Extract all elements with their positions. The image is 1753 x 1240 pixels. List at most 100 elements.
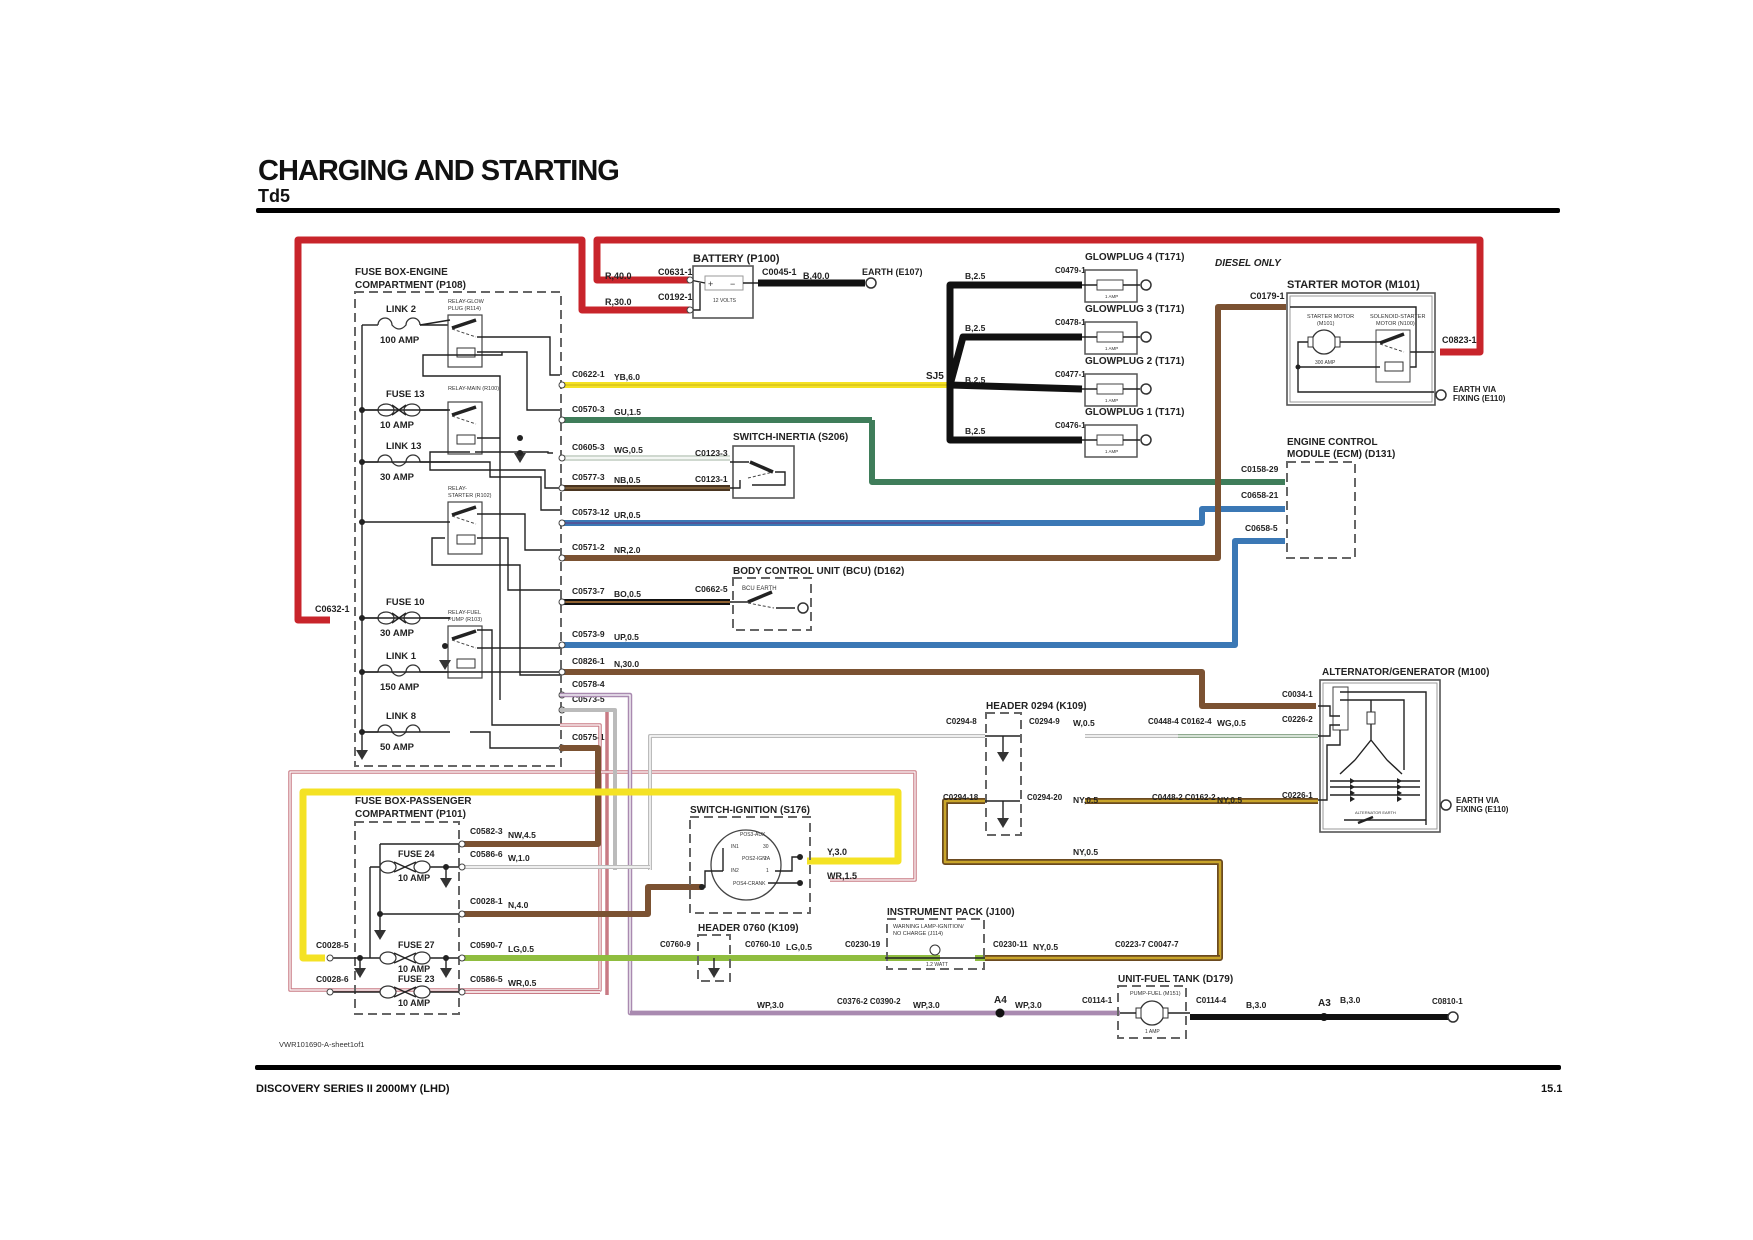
svg-text:ALTERNATOR/GENERATOR (M100): ALTERNATOR/GENERATOR (M100) [1322, 667, 1489, 678]
wire-label: B,40.0 [803, 271, 830, 281]
wire-label: LG,0.5 [786, 942, 812, 952]
wire-label: NY,0.5 [1217, 795, 1242, 805]
fuse-rating: 150 AMP [380, 682, 420, 693]
footer-model: DISCOVERY SERIES II 2000MY (LHD) [256, 1083, 450, 1095]
connector-label: C0573-5 [572, 694, 605, 704]
svg-text:A4: A4 [994, 995, 1007, 1006]
svg-text:STARTER MOTOR: STARTER MOTOR [1307, 314, 1354, 320]
connector-label: C0045-1 [762, 267, 797, 277]
switch-ignition: SWITCH-IGNITION (S176) POS3-AUX 30 POS2-… [689, 805, 811, 914]
wire-label: LG,0.5 [508, 944, 534, 954]
svg-text:HEADER 0760 (K109): HEADER 0760 (K109) [698, 923, 799, 934]
header-0760: HEADER 0760 (K109) C0760-9 C0760-10 [660, 923, 799, 982]
wire-label: NY,0.5 [1033, 942, 1058, 952]
connector-label: C0577-3 [572, 472, 605, 482]
svg-text:ENGINE CONTROL: ENGINE CONTROL [1287, 437, 1378, 448]
alternator: ALTERNATOR/GENERATOR (M100) ALTERNATOR E… [1282, 667, 1509, 833]
switch-inertia: SWITCH-INERTIA (S206) C0123-3 C0123-1 [695, 432, 848, 499]
svg-text:C0658-21: C0658-21 [1241, 490, 1279, 500]
svg-text:C0760-10: C0760-10 [745, 940, 781, 949]
wire-label: BO,0.5 [614, 589, 641, 599]
glowplug-label: GLOWPLUG 2 (T171) [1085, 356, 1184, 367]
svg-text:A3: A3 [1318, 998, 1331, 1009]
connector-label: C0448-4 C0162-4 [1148, 717, 1212, 726]
fuse-name: FUSE 24 [398, 849, 435, 859]
wire-label: B,3.0 [1246, 1000, 1267, 1010]
engine-control-module: ENGINE CONTROL MODULE (ECM) (D131) C0158… [1241, 437, 1395, 559]
relay: RELAY-GLOWPLUG (R114) [447, 299, 485, 368]
svg-text:C0226-2: C0226-2 [1282, 715, 1313, 724]
svg-text:C0230-11: C0230-11 [993, 940, 1028, 949]
battery: BATTERY (P100) + − 12 VOLTS [686, 253, 780, 319]
svg-text:IN1: IN1 [731, 844, 739, 850]
connector-label: C0448-2 C0162-2 [1152, 793, 1216, 802]
svg-text:SWITCH-INERTIA (S206): SWITCH-INERTIA (S206) [733, 432, 848, 443]
body-control-unit: BODY CONTROL UNIT (BCU) (D162) BCU EARTH… [695, 566, 904, 631]
wire-label: NW,4.5 [508, 830, 536, 840]
wire-battery-positive [294, 236, 1484, 624]
fuse-name: FUSE 23 [398, 974, 435, 984]
wire-label: WP,3.0 [1015, 1000, 1042, 1010]
svg-text:C0662-5: C0662-5 [695, 584, 728, 594]
connector-label: C0632-1 [315, 604, 350, 614]
splice-a4 [995, 1008, 1005, 1018]
svg-text:POS3-AUX: POS3-AUX [740, 832, 766, 838]
battery-rating: 12 VOLTS [713, 298, 737, 304]
svg-text:+: + [708, 279, 713, 289]
wire-label: GU,1.5 [614, 407, 641, 417]
wire-row: C0028-1 N,4.0 [458, 896, 648, 918]
connector-label: C0192-1 [658, 292, 693, 302]
glowplug-rating: 1 AMP [1105, 398, 1118, 403]
svg-text:30: 30 [763, 844, 769, 850]
wire-label: B,2.5 [965, 426, 986, 436]
wire-label: B,2.5 [965, 271, 986, 281]
wire-label: R,40.0 [605, 271, 632, 281]
connector-label: C0028-6 [316, 974, 349, 984]
wire-row: C0573-7 BO,0.5 [558, 586, 730, 606]
svg-text:HEADER 0294 (K109): HEADER 0294 (K109) [986, 701, 1087, 712]
svg-text:C0294-20: C0294-20 [1027, 793, 1063, 802]
svg-text:C0114-1: C0114-1 [1082, 996, 1113, 1005]
svg-text:FUSE BOX-PASSENGER: FUSE BOX-PASSENGER [355, 796, 472, 807]
wire-label: Y,3.0 [827, 847, 847, 857]
connector-label: C0028-1 [470, 896, 503, 906]
connector-label: C0573-12 [572, 507, 610, 517]
glowplug: GLOWPLUG 1 (T171)C0476-1B,2.51 AMP [965, 407, 1184, 458]
earth-icon [1140, 434, 1152, 446]
connector-label: C0573-7 [572, 586, 605, 596]
fuse-rating: 30 AMP [380, 628, 415, 639]
glowplug: GLOWPLUG 2 (T171)C0477-1B,2.51 AMP [965, 356, 1184, 407]
wire-label: WR,0.5 [508, 978, 537, 988]
svg-text:C0123-3: C0123-3 [695, 448, 728, 458]
sheet-reference: VWR101690-A-sheet1of1 [279, 1040, 364, 1049]
wire-n30 [1000, 669, 1316, 709]
svg-text:UNIT-FUEL TANK (D179): UNIT-FUEL TANK (D179) [1118, 974, 1233, 985]
svg-text:EARTH VIA: EARTH VIA [1456, 796, 1499, 805]
wire-label: WG,0.5 [614, 445, 643, 455]
glowplug-rating: 1 AMP [1105, 294, 1118, 299]
connector-label: C0476-1 [1055, 421, 1086, 430]
svg-text:1.2 WATT: 1.2 WATT [926, 962, 948, 968]
page-title: CHARGING AND STARTING [258, 155, 619, 187]
relay-label: RELAY-MAIN (R100) [448, 386, 499, 392]
wire-label: NR,2.0 [614, 545, 641, 555]
earth-icon [1447, 1011, 1459, 1023]
svg-text:SWITCH-IGNITION (S176): SWITCH-IGNITION (S176) [690, 805, 810, 816]
wire-label: NY,0.5 [1073, 795, 1098, 805]
wire-label: N,4.0 [508, 900, 529, 910]
wire-label: W,0.5 [1073, 718, 1095, 728]
svg-text:MODULE (ECM) (D131): MODULE (ECM) (D131) [1287, 449, 1395, 460]
relay-label: RELAY-FUEL [448, 610, 481, 616]
svg-text:COMPARTMENT (P108): COMPARTMENT (P108) [355, 280, 466, 291]
wire-label: WP,3.0 [913, 1000, 940, 1010]
glowplug-harness [946, 281, 1083, 444]
svg-text:C0158-29: C0158-29 [1241, 464, 1279, 474]
connector-label: C0223-7 C0047-7 [1115, 940, 1179, 949]
